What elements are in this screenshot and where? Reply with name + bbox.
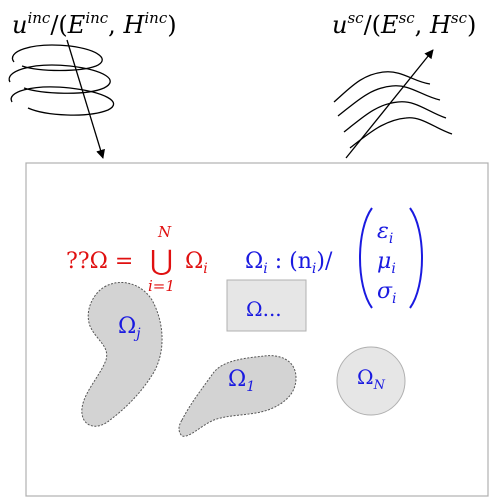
material-relation: Ωi : (ni)/ [245,249,333,277]
union-lower-limit: i=1 [148,277,175,295]
domain-omega-dots-shape [226,279,307,332]
incident-field-label: uinc/(Einc, Hinc) [12,9,177,39]
domain-omega-n-shape [336,346,406,416]
scattered-field-label: usc/(Esc, Hsc) [332,9,476,39]
domain-omega-1-label: Ω1 [228,367,255,395]
vector-mu: μi [377,249,396,277]
vector-left-paren [359,207,373,309]
domain-omega-1-shape [178,355,297,437]
vector-sigma: σi [377,279,397,307]
union-term: Ωi [185,249,208,277]
domain-omega-j-label: Ωj [118,314,141,342]
domain-omega-dots-label: Ω... [246,297,282,321]
incident-wave-icon [8,39,115,159]
union-symbol: ⋃ [150,244,173,277]
material-parameters: Ωi : (ni)/ εi μi σi [245,207,423,309]
union-upper-limit: N [157,223,172,241]
domain-omega-j-shape [81,282,163,427]
vector-epsilon: εi [377,219,393,247]
scattered-wave-icon [333,49,453,159]
domain-omega-n-label: ΩN [357,365,386,393]
union-formula: ??Ω = ⋃ N i=1 Ωi [66,223,208,295]
union-prefix: ??Ω = [66,249,133,274]
vector-right-paren [409,207,423,309]
